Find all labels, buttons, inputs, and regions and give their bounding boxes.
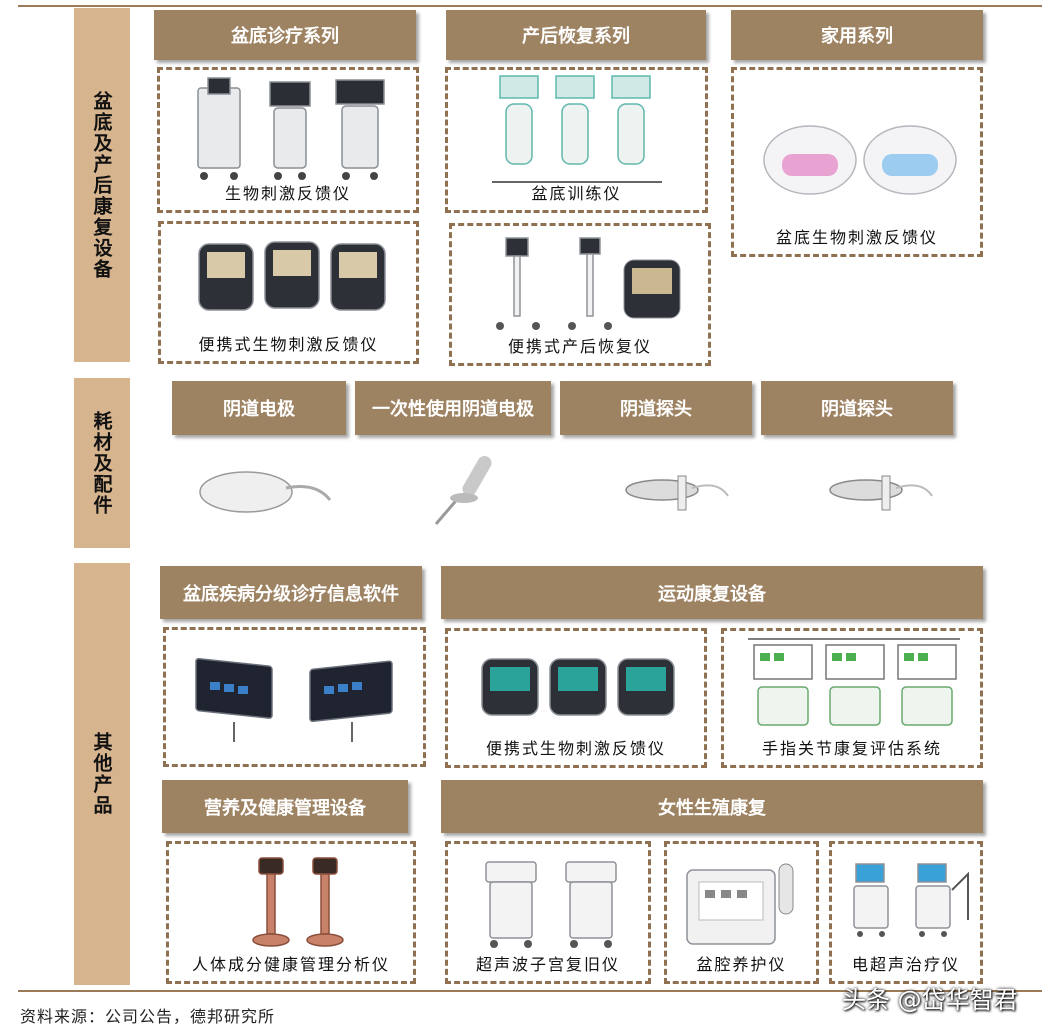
product-box-ultrasound-uterus: 超声波子宫复旧仪 — [445, 841, 651, 984]
header-nutrition-health: 营养及健康管理设备 — [162, 780, 408, 833]
product-box-home-bio-feedback: 盆底生物刺激反馈仪 — [731, 67, 983, 257]
product-box-portable-bio-feedback: 便携式生物刺激反馈仪 — [158, 221, 419, 364]
ultrasound-uterus-device-illustration — [485, 861, 617, 948]
finger-joint-system-illustration — [748, 638, 960, 726]
product-caption: 人体成分健康管理分析仪 — [191, 955, 390, 974]
product-caption: 手指关节康复评估系统 — [761, 739, 942, 758]
product-caption: 盆腔养护仪 — [696, 955, 787, 974]
section-label-pelvic: 盆底及产后康复设备 — [74, 8, 130, 362]
product-box-finger-joint: 手指关节康复评估系统 — [721, 628, 983, 768]
product-caption: 电超声治疗仪 — [851, 955, 960, 974]
product-caption: 生物刺激反馈仪 — [224, 184, 351, 203]
header-vaginal-probe-2: 阴道探头 — [761, 381, 953, 435]
software-monitors-illustration — [195, 657, 393, 742]
header-home-series: 家用系列 — [731, 10, 983, 60]
product-caption: 盆底训练仪 — [531, 184, 622, 203]
product-box-portable-postpartum: 便携式产后恢复仪 — [449, 223, 711, 366]
vaginal-probe-1-illustration — [625, 475, 729, 511]
body-composition-analyzer-illustration — [252, 857, 344, 947]
home-bio-feedback-devices-illustration — [763, 125, 957, 195]
top-rule — [18, 5, 1042, 7]
product-caption: 便携式产后恢复仪 — [507, 337, 652, 356]
header-software: 盆底疾病分级诊疗信息软件 — [160, 566, 422, 619]
product-caption: 便携式生物刺激反馈仪 — [198, 335, 379, 354]
bottom-rule — [18, 990, 1042, 992]
disposable-vaginal-electrode-illustration — [434, 456, 492, 525]
header-postpartum-series: 产后恢复系列 — [446, 10, 706, 60]
section-label-other: 其他产品 — [74, 563, 130, 985]
portable-bio-feedback-devices-illustration — [198, 241, 386, 311]
product-box-pelvic-care: 盆腔养护仪 — [664, 841, 819, 984]
sports-portable-bio-devices-illustration — [481, 658, 675, 716]
product-box-bio-feedback: 生物刺激反馈仪 — [157, 67, 419, 213]
product-caption: 便携式生物刺激反馈仪 — [485, 739, 666, 758]
product-box-body-composition: 人体成分健康管理分析仪 — [166, 841, 416, 984]
watermark: 头条 @岱华智君 — [842, 986, 1018, 1014]
electro-ultrasound-device-illustration — [853, 863, 969, 937]
product-box-electro-ultrasound: 电超声治疗仪 — [829, 841, 983, 984]
bio-feedback-devices-illustration — [197, 77, 385, 180]
product-box-software — [163, 627, 426, 767]
header-female-reproductive: 女性生殖康复 — [441, 780, 983, 833]
product-caption: 盆底生物刺激反馈仪 — [775, 228, 938, 247]
section-label-consumables: 耗材及配件 — [74, 378, 130, 548]
vaginal-probe-2-illustration — [829, 475, 933, 511]
pelvic-care-device-illustration — [686, 863, 794, 945]
pelvic-trainer-devices-illustration — [492, 75, 662, 183]
header-disposable-vaginal-electrode: 一次性使用阴道电极 — [355, 381, 551, 435]
vaginal-electrode-illustration — [199, 471, 332, 513]
product-box-pelvic-trainer: 盆底训练仪 — [445, 67, 708, 213]
portable-postpartum-devices-illustration — [496, 237, 681, 330]
header-vaginal-electrode: 阴道电极 — [172, 381, 346, 435]
header-pelvic-diag-series: 盆底诊疗系列 — [154, 10, 416, 60]
header-vaginal-probe-1: 阴道探头 — [560, 381, 752, 435]
source-note: 资料来源：公司公告，德邦研究所 — [20, 1007, 276, 1026]
header-sports-rehab: 运动康复设备 — [441, 566, 983, 619]
product-box-sports-portable-bio: 便携式生物刺激反馈仪 — [445, 628, 707, 768]
product-caption: 超声波子宫复旧仪 — [475, 955, 620, 974]
